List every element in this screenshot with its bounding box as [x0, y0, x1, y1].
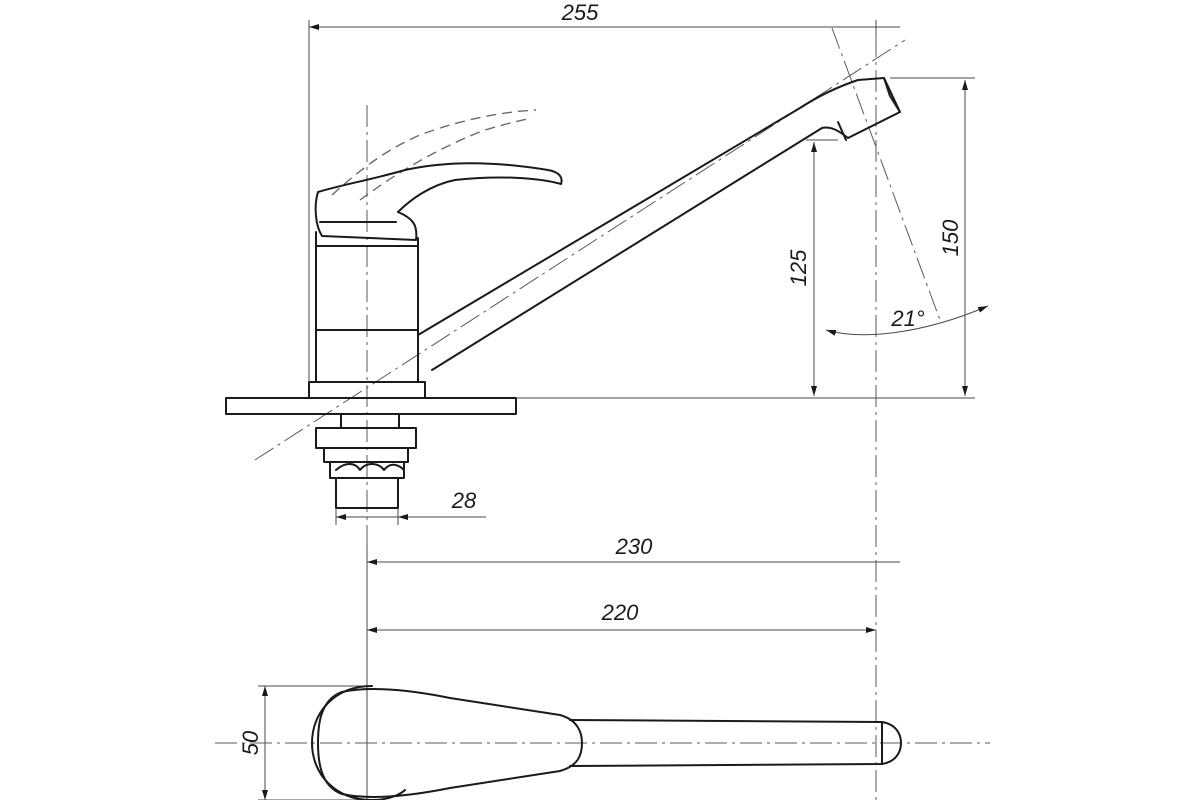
- spout-tip: [837, 77, 901, 141]
- shank-top: [340, 413, 400, 429]
- lock-washer: [323, 447, 409, 463]
- mounting-plate: [225, 397, 517, 415]
- dim-label-230: 230: [615, 534, 653, 559]
- side-view: 255 150 125 21° 28: [225, 0, 989, 800]
- dim-label-255: 255: [561, 0, 599, 25]
- top-view-handle: [317, 688, 583, 798]
- handle-lever: [314, 162, 563, 241]
- top-view: 230 220 50: [215, 534, 990, 800]
- hose-connector: [335, 477, 399, 509]
- top-view-spout: [569, 719, 902, 767]
- fixing-nut: [315, 427, 417, 449]
- dim-label-220: 220: [601, 600, 639, 625]
- handle-ghost-lower: [359, 117, 533, 201]
- dim-label-28: 28: [451, 488, 477, 513]
- dim-label-125: 125: [786, 249, 811, 286]
- handle-ghost: [331, 109, 537, 196]
- hex-nut: [329, 461, 405, 479]
- spout: [417, 77, 901, 371]
- angled-outlet-axis: [831, 27, 941, 321]
- dim-label-21: 21°: [890, 306, 924, 331]
- dim-label-50: 50: [238, 730, 263, 755]
- dim-label-150: 150: [938, 219, 963, 256]
- dim-arc-21: [825, 305, 989, 336]
